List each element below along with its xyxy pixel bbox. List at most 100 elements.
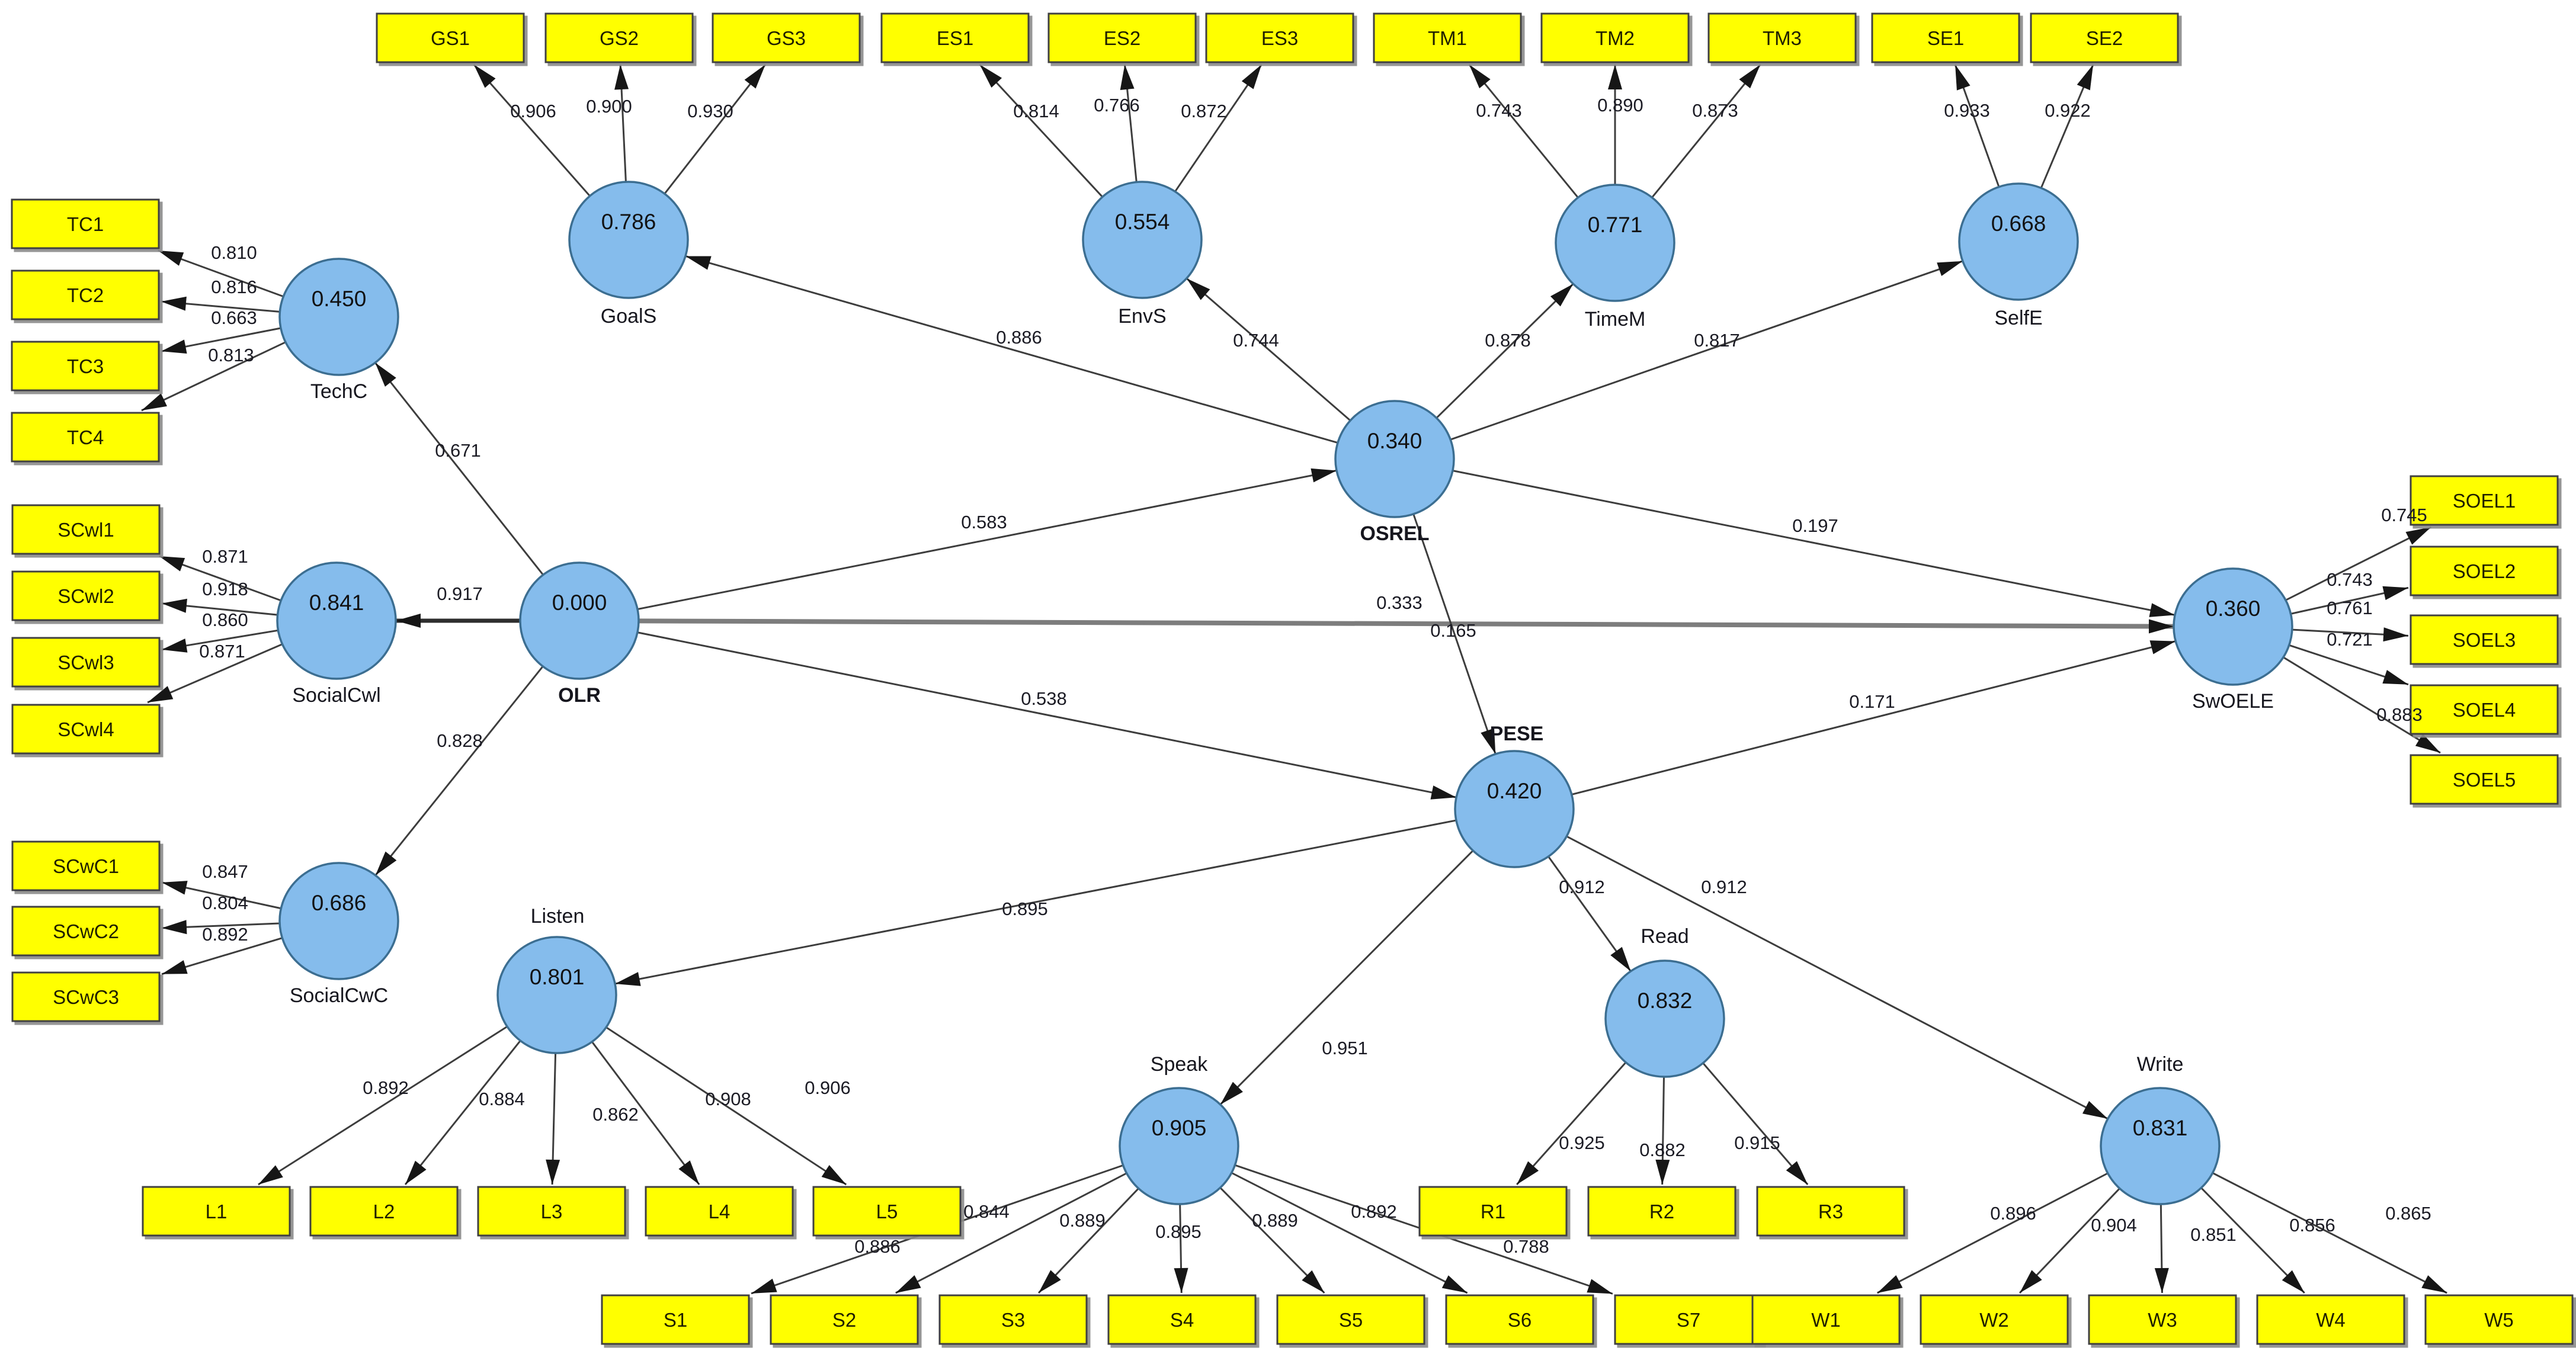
indicator-node-L4[interactable]: L4: [645, 1186, 794, 1237]
indicator-node-SCwl3[interactable]: SCwl3: [11, 637, 161, 688]
loading-arrow-SocialCwl-SCwl2[interactable]: [161, 598, 278, 616]
path-arrow-OSREL-TimeM[interactable]: [1436, 283, 1574, 419]
indicator-node-TM1[interactable]: TM1: [1373, 12, 1522, 63]
indicator-node-SCwC2[interactable]: SCwC2: [11, 906, 161, 957]
indicator-node-ES1[interactable]: ES1: [880, 12, 1030, 63]
path-arrow-OLR-PESE[interactable]: [637, 631, 1457, 800]
indicator-node-S3[interactable]: S3: [938, 1294, 1088, 1345]
indicator-node-W3[interactable]: W3: [2088, 1294, 2237, 1345]
indicator-node-R2[interactable]: R2: [1587, 1186, 1736, 1237]
loading-arrow-Listen-L4[interactable]: [591, 1041, 700, 1185]
loading-arrow-Write-W4[interactable]: [2200, 1187, 2305, 1294]
path-arrow-OLR-SwOELE[interactable]: [638, 618, 2174, 634]
loading-arrow-EnvS-ES1[interactable]: [979, 63, 1103, 198]
loading-arrow-Read-R3[interactable]: [1702, 1062, 1809, 1185]
path-arrow-PESE-SwOELE[interactable]: [1571, 640, 2176, 795]
loading-arrow-Speak-S3[interactable]: [1037, 1188, 1139, 1294]
indicator-node-S1[interactable]: S1: [601, 1294, 750, 1345]
loading-arrow-SelfE-SE1[interactable]: [1954, 64, 2000, 188]
loading-arrow-TimeM-TM3[interactable]: [1651, 64, 1761, 198]
indicator-node-SOEL5[interactable]: SOEL5: [2410, 754, 2559, 805]
loading-arrow-SwOELE-SOEL4[interactable]: [2289, 644, 2409, 686]
loading-arrow-TimeM-TM1[interactable]: [1468, 64, 1579, 198]
loading-arrow-EnvS-ES2[interactable]: [1120, 64, 1138, 182]
loading-arrow-SelfE-SE2[interactable]: [2040, 64, 2094, 189]
path-arrow-OSREL-SelfE[interactable]: [1450, 260, 1963, 441]
indicator-node-SOEL4[interactable]: SOEL4: [2410, 684, 2559, 735]
path-arrow-OSREL-PESE[interactable]: [1412, 514, 1497, 755]
indicator-node-TM2[interactable]: TM2: [1540, 12, 1690, 63]
loading-arrow-TechC-TC1[interactable]: [158, 249, 284, 298]
loading-arrow-Write-W2[interactable]: [2018, 1188, 2120, 1294]
path-arrow-OSREL-GoalS[interactable]: [685, 255, 1338, 444]
loading-arrow-SocialCwC-SCwC1[interactable]: [161, 881, 281, 910]
loading-arrow-Read-R1[interactable]: [1516, 1061, 1627, 1185]
loading-arrow-Speak-S5[interactable]: [1219, 1187, 1325, 1294]
loading-arrow-Listen-L5[interactable]: [605, 1026, 847, 1186]
indicator-node-SE2[interactable]: SE2: [2030, 12, 2179, 63]
loading-arrow-Speak-S6[interactable]: [1231, 1172, 1468, 1294]
indicator-node-SCwC3[interactable]: SCwC3: [11, 971, 161, 1022]
indicator-node-TM3[interactable]: TM3: [1707, 12, 1857, 63]
indicator-node-S4[interactable]: S4: [1107, 1294, 1257, 1345]
path-arrow-OSREL-SwOELE[interactable]: [1452, 470, 2175, 617]
indicator-node-L2[interactable]: L2: [309, 1186, 459, 1237]
path-arrow-PESE-Listen[interactable]: [614, 819, 1457, 986]
indicator-node-SCwl4[interactable]: SCwl4: [11, 704, 161, 755]
loading-arrow-Listen-L1[interactable]: [258, 1026, 508, 1186]
indicator-node-SCwC1[interactable]: SCwC1: [11, 840, 161, 891]
loading-arrow-SwOELE-SOEL3[interactable]: [2292, 627, 2409, 642]
loading-arrow-EnvS-ES3[interactable]: [1174, 64, 1263, 192]
indicator-node-SOEL1[interactable]: SOEL1: [2410, 475, 2559, 526]
loading-arrow-Listen-L3[interactable]: [546, 1052, 560, 1185]
indicator-node-TC1[interactable]: TC1: [11, 198, 160, 249]
loading-arrow-SocialCwl-SCwl4[interactable]: [147, 643, 283, 704]
loading-arrow-Listen-L2[interactable]: [404, 1040, 521, 1185]
indicator-node-SE1[interactable]: SE1: [1871, 12, 2020, 63]
loading-arrow-SwOELE-SOEL5[interactable]: [2283, 656, 2441, 754]
indicator-node-L5[interactable]: L5: [812, 1186, 962, 1237]
indicator-node-ES2[interactable]: ES2: [1047, 12, 1197, 63]
path-arrow-OLR-OSREL[interactable]: [637, 468, 1337, 611]
path-arrow-PESE-Speak[interactable]: [1219, 850, 1474, 1105]
loading-arrow-TechC-TC2[interactable]: [161, 296, 280, 313]
loading-arrow-Read-R2[interactable]: [1655, 1076, 1670, 1185]
indicator-node-R3[interactable]: R3: [1756, 1186, 1905, 1237]
indicator-node-S2[interactable]: S2: [770, 1294, 919, 1345]
loading-arrow-SocialCwl-SCwl3[interactable]: [161, 629, 278, 653]
loading-arrow-GoalS-GS2[interactable]: [614, 64, 629, 182]
indicator-node-TC3[interactable]: TC3: [11, 341, 160, 391]
loading-arrow-TechC-TC4[interactable]: [141, 341, 286, 412]
path-arrow-OLR-TechC[interactable]: [374, 362, 544, 576]
indicator-node-W4[interactable]: W4: [2256, 1294, 2405, 1345]
loading-arrow-Write-W3[interactable]: [2154, 1204, 2169, 1294]
indicator-node-S7[interactable]: S7: [1614, 1294, 1763, 1345]
loading-arrow-SwOELE-SOEL2[interactable]: [2290, 586, 2409, 615]
loading-arrow-Write-W1[interactable]: [1876, 1172, 2109, 1294]
loading-arrow-SocialCwl-SCwl1[interactable]: [159, 555, 281, 602]
loading-arrow-SocialCwC-SCwC2[interactable]: [161, 920, 280, 935]
indicator-node-R1[interactable]: R1: [1418, 1186, 1568, 1237]
path-arrow-OSREL-EnvS[interactable]: [1186, 277, 1351, 422]
indicator-node-W5[interactable]: W5: [2424, 1294, 2574, 1345]
indicator-node-SCwl1[interactable]: SCwl1: [11, 504, 161, 555]
indicator-node-W1[interactable]: W1: [1751, 1294, 1901, 1345]
indicator-node-SCwl2[interactable]: SCwl2: [11, 570, 161, 621]
indicator-node-ES3[interactable]: ES3: [1205, 12, 1354, 63]
loading-arrow-TechC-TC3[interactable]: [161, 327, 281, 354]
loading-arrow-Speak-S4[interactable]: [1174, 1204, 1188, 1294]
indicator-node-GS3[interactable]: GS3: [712, 12, 861, 63]
loading-arrow-GoalS-GS3[interactable]: [664, 64, 767, 195]
